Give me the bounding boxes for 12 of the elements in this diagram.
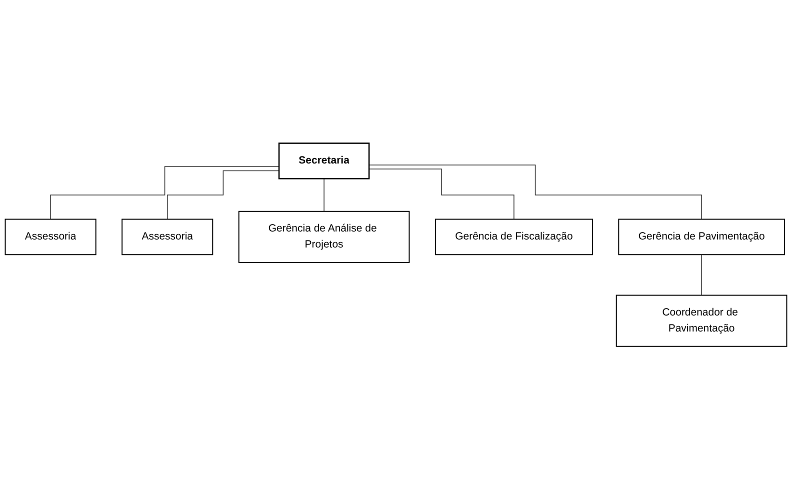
connector	[50, 166, 280, 220]
connector	[368, 164, 702, 220]
node-box: Gerência de Análise de Projetos	[238, 210, 410, 263]
node-box: Assessoria	[122, 218, 214, 255]
node-box: Secretaria	[278, 142, 370, 179]
connector	[701, 254, 702, 296]
node-box: Assessoria	[4, 218, 96, 255]
node-box: Gerência de Fiscalização	[434, 218, 593, 255]
connector	[166, 170, 280, 220]
node-box: Gerência de Pavimentação	[618, 218, 785, 255]
node-box: Coordenador de Pavimentação	[616, 294, 788, 347]
connector	[368, 168, 514, 220]
